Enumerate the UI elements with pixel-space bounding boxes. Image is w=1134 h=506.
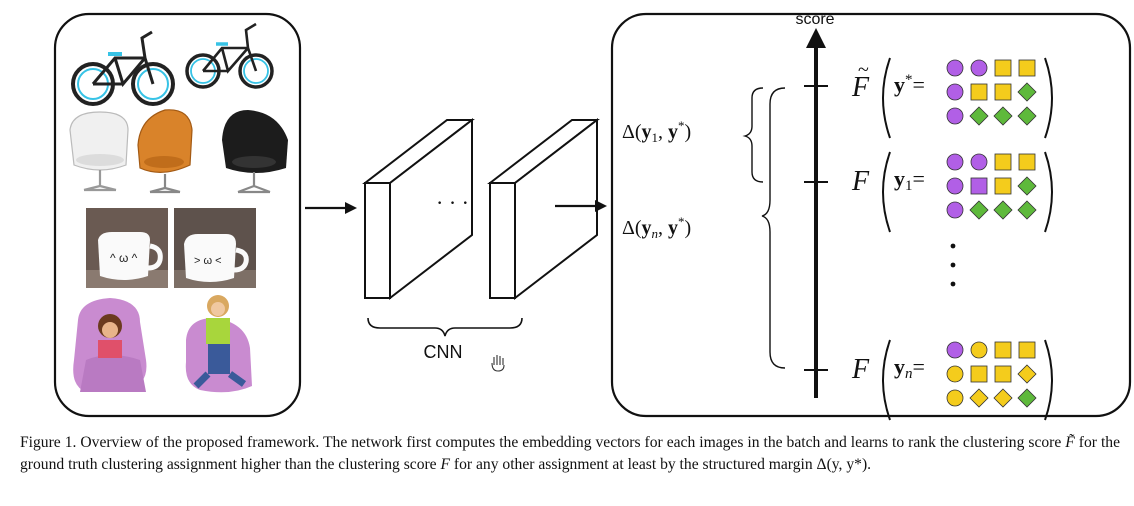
square-yellow-icon (1018, 341, 1036, 359)
circle-purple-icon (946, 341, 964, 359)
score-row-y-0: y*= (894, 72, 925, 97)
circle-purple-icon (946, 59, 964, 77)
open-paren-1 (882, 151, 891, 233)
square-yellow-icon (994, 83, 1012, 101)
output-arrow (555, 200, 607, 212)
svg-text:^ ω ^: ^ ω ^ (110, 251, 138, 265)
diamond-green-icon (1017, 200, 1037, 220)
square-yellow-icon (994, 177, 1012, 195)
cnn-layer-2 (487, 117, 600, 301)
cnn-brace (367, 317, 523, 337)
circle-purple-icon (970, 59, 988, 77)
square-yellow-icon (1018, 59, 1036, 77)
margin-brace-1 (742, 87, 764, 183)
diamond-green-icon (1017, 82, 1037, 102)
diamond-green-icon (1017, 388, 1037, 408)
diamond-green-icon (1017, 176, 1037, 196)
square-yellow-icon (970, 83, 988, 101)
cnn-label: CNN (424, 342, 463, 362)
caption-line-3b: . (867, 456, 872, 473)
score-row-label-2: F (851, 354, 870, 385)
diamond-green-icon (993, 106, 1013, 126)
margin-brace-n (761, 87, 786, 369)
caption-line-2c: for any other assignment at (450, 456, 624, 473)
diamond-yellow-icon (993, 388, 1013, 408)
kids-chair-image-1 (73, 298, 147, 392)
diamond-green-icon (969, 200, 989, 220)
cnn-layer-1 (362, 117, 475, 301)
tilde-mark: ~ (858, 59, 869, 81)
score-row-label-0: F (851, 72, 870, 103)
diamond-green-icon (1017, 106, 1037, 126)
chair-image-white (69, 111, 129, 192)
framework-figure: ^ ω ^ > ω < · · · C (53, 11, 1132, 421)
caption-margin-math: Δ(y, y*) (816, 456, 868, 473)
square-yellow-icon (994, 59, 1012, 77)
margin-label-n: Δ(yn, y*) (622, 214, 691, 241)
score-axis (804, 28, 828, 398)
close-paren-2 (1044, 339, 1053, 421)
cnn-ellipsis: · · · (436, 190, 469, 215)
diamond-yellow-icon (969, 388, 989, 408)
circle-yellow-icon (946, 389, 964, 407)
svg-text:> ω <: > ω < (194, 255, 222, 267)
vertical-ellipsis (950, 243, 956, 287)
chair-image-black (222, 110, 288, 194)
diamond-green-icon (993, 200, 1013, 220)
square-yellow-icon (1018, 153, 1036, 171)
diamond-yellow-icon (1017, 364, 1037, 384)
circle-purple-icon (946, 153, 964, 171)
caption-line-2a: to rank the clustering score (892, 434, 1066, 451)
circle-purple-icon (946, 107, 964, 125)
circle-purple-icon (946, 201, 964, 219)
caption-line-3a: least by the structured margin (627, 456, 817, 473)
caption-F-tilde: F̃ (1065, 434, 1075, 451)
hand-cursor-icon (491, 355, 505, 372)
square-yellow-icon (970, 365, 988, 383)
kids-chair-image-2 (185, 295, 252, 393)
circle-purple-icon (946, 177, 964, 195)
figure-caption: Figure 1. Overview of the proposed frame… (20, 432, 1120, 476)
bicycle-image-2 (185, 22, 274, 89)
score-row-y-1: y1= (894, 166, 925, 194)
circle-purple-icon (970, 153, 988, 171)
bicycle-image-1 (71, 30, 175, 106)
score-row-label-1: F (851, 166, 870, 197)
diamond-green-icon (969, 106, 989, 126)
mug-image-2: > ω < (174, 208, 256, 288)
square-yellow-icon (994, 365, 1012, 383)
score-panel (610, 12, 1132, 418)
close-paren-1 (1044, 151, 1053, 233)
score-axis-label: score (795, 11, 834, 28)
open-paren-0 (882, 57, 891, 139)
input-arrow (305, 202, 357, 214)
close-paren-0 (1044, 57, 1053, 139)
chair-image-orange (137, 109, 193, 194)
margin-label-1: Δ(y1, y*) (622, 118, 691, 145)
circle-purple-icon (946, 83, 964, 101)
square-yellow-icon (994, 341, 1012, 359)
circle-yellow-icon (946, 365, 964, 383)
score-row-y-2: yn= (894, 354, 925, 382)
caption-F: F (440, 456, 451, 473)
square-purple-icon (970, 177, 988, 195)
caption-line-1: Figure 1. Overview of the proposed frame… (20, 434, 889, 451)
mug-image-1: ^ ω ^ (86, 208, 168, 288)
square-yellow-icon (994, 153, 1012, 171)
caption-line-2b: for the ground truth clustering assignme… (20, 434, 1121, 473)
circle-yellow-icon (970, 341, 988, 359)
open-paren-2 (882, 339, 891, 421)
